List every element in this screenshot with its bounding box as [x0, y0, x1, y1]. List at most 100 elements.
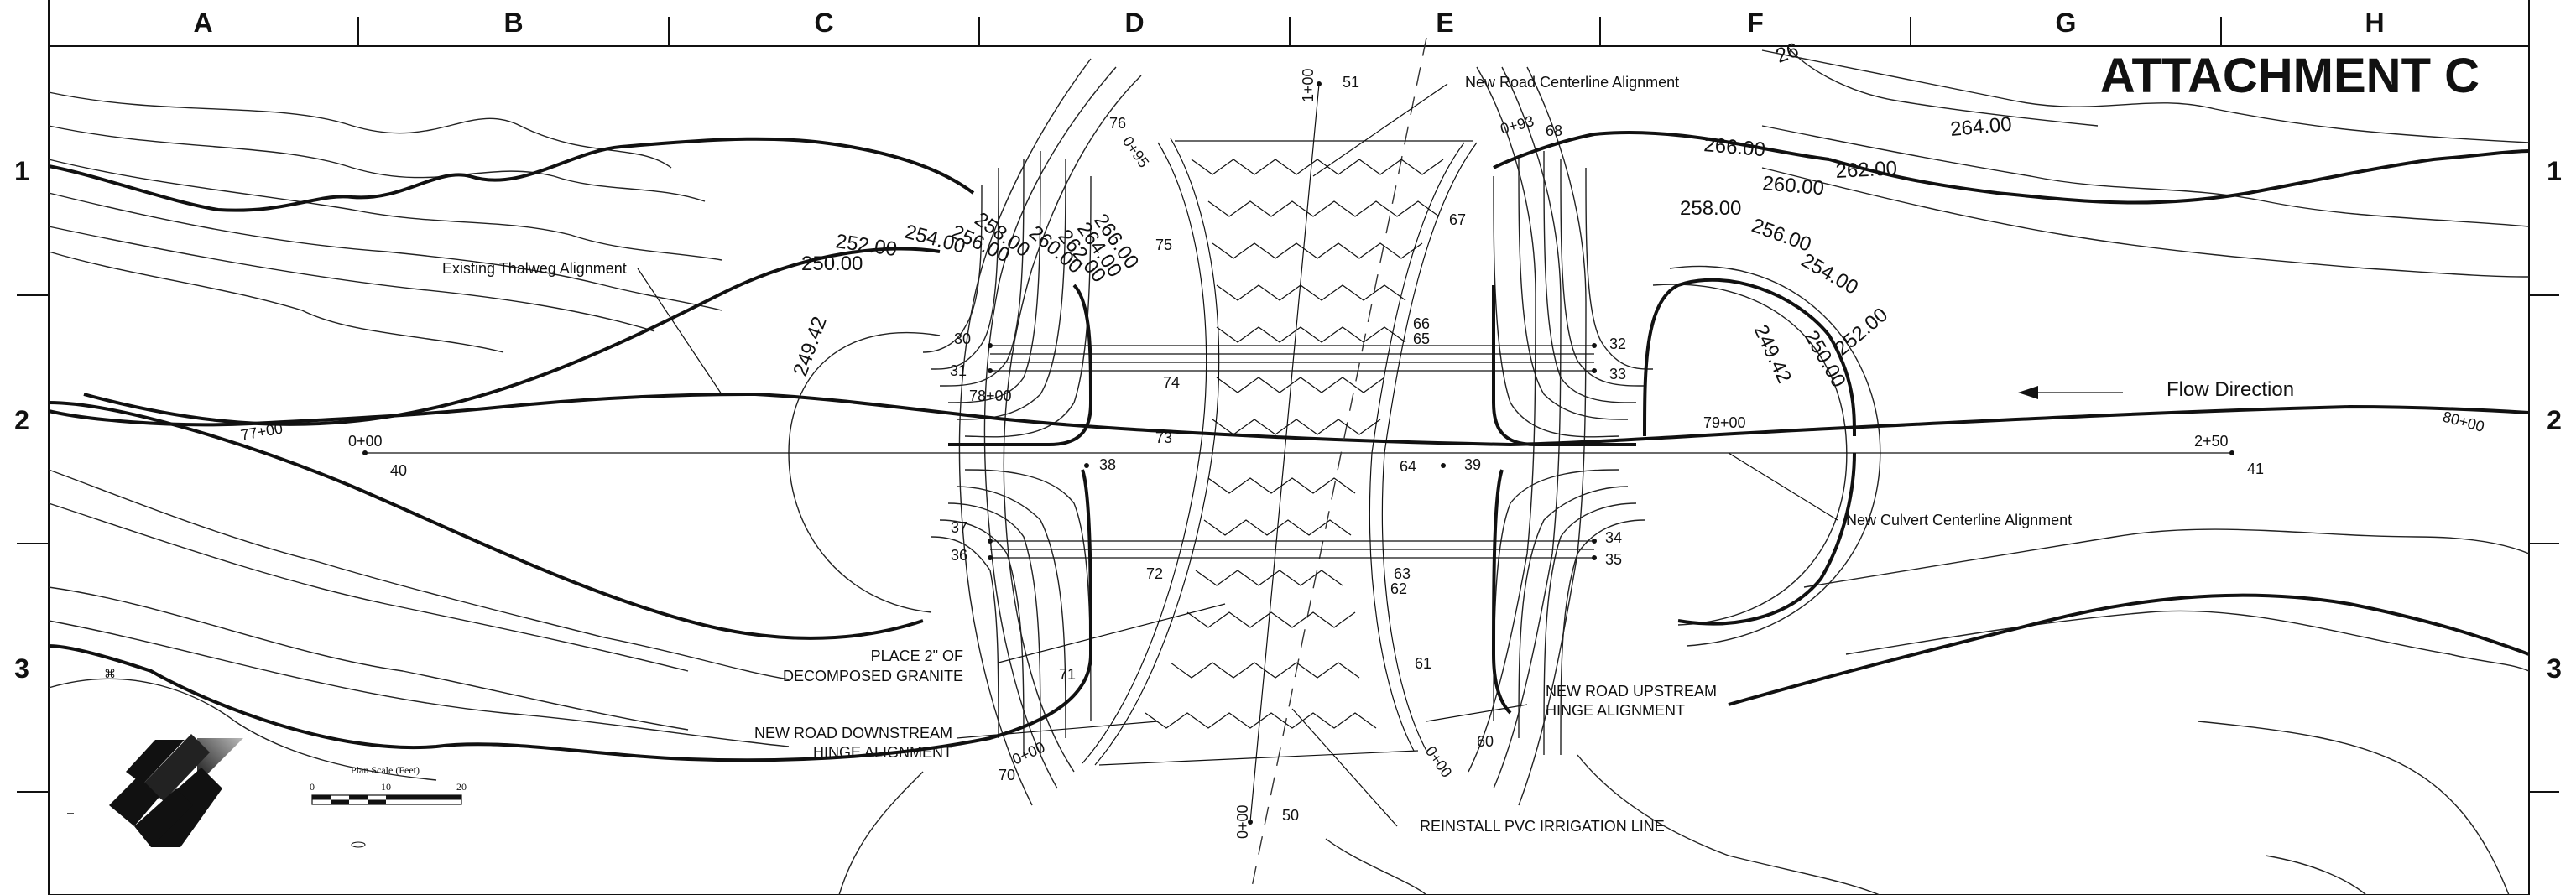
pond-contours — [788, 265, 1881, 647]
grid-letter-a: A — [193, 8, 212, 38]
contour-label-256-right: 256.00 — [1749, 214, 1814, 256]
point-73: 73 — [1155, 429, 1172, 446]
contour-label-266-right: 266.00 — [1703, 133, 1765, 161]
grid-row-2-left: 2 — [14, 405, 29, 435]
point-40: 40 — [390, 462, 407, 479]
grid-row-2-right: 2 — [2547, 405, 2562, 435]
road-outline — [1082, 138, 1478, 766]
point-61: 61 — [1415, 655, 1431, 672]
small-ellipse-mark — [351, 841, 366, 848]
point-67: 67 — [1449, 211, 1466, 228]
scale-tick-20: 20 — [456, 781, 467, 793]
contour-label-252-right: 252.00 — [1831, 304, 1893, 361]
contour-label-254-right: 254.00 — [1797, 249, 1862, 299]
grid-column-letters: A B C D E F G H — [193, 8, 2384, 38]
grid-letter-g: G — [2056, 8, 2077, 38]
point-74: 74 — [1163, 374, 1180, 391]
point-34: 34 — [1605, 529, 1622, 546]
grid-row-numbers: 1 2 3 1 2 3 — [14, 156, 2562, 684]
point-51: 51 — [1343, 74, 1359, 91]
point-38: 38 — [1099, 456, 1116, 473]
station-0-00-bottom: 0+00 — [1234, 804, 1251, 839]
callout-downstream-hinge-1: NEW ROAD DOWNSTREAM — [754, 725, 952, 741]
callout-upstream-hinge-1: NEW ROAD UPSTREAM — [1546, 683, 1717, 700]
station-0-left: 0+00 — [348, 433, 383, 450]
grid-row-3-left: 3 — [14, 653, 29, 684]
grid-row-3-right: 3 — [2547, 653, 2562, 684]
road-station-line — [1249, 83, 1320, 823]
grid-letter-h: H — [2365, 8, 2384, 38]
point-37: 37 — [951, 519, 967, 536]
contour-label-262-right: 262.00 — [1835, 157, 1898, 183]
point-35: 35 — [1605, 551, 1622, 568]
index-contours — [48, 131, 2530, 762]
station-2-50: 2+50 — [2194, 433, 2229, 450]
grid-letter-b: B — [503, 8, 523, 38]
contour-label-250-left: 250.00 — [801, 252, 863, 275]
culvert-barrels — [990, 345, 1594, 559]
point-31: 31 — [950, 362, 967, 379]
point-36: 36 — [951, 547, 967, 564]
callout-new-road-centerline: New Road Centerline Alignment — [1465, 74, 1679, 91]
point-50: 50 — [1282, 807, 1299, 824]
point-64: 64 — [1400, 458, 1416, 475]
point-41: 41 — [2247, 461, 2264, 477]
point-76: 76 — [1109, 115, 1126, 132]
scale-tick-0: 0 — [310, 781, 315, 793]
grid-letter-c: C — [814, 8, 833, 38]
grid-letter-d: D — [1124, 8, 1144, 38]
callout-place-granite-2: DECOMPOSED GRANITE — [783, 668, 963, 684]
attachment-title: ATTACHMENT C — [2100, 49, 2480, 103]
north-arrow-icon — [109, 734, 243, 847]
point-75: 75 — [1155, 237, 1172, 253]
point-63: 63 — [1394, 565, 1411, 582]
grid-row-1-left: 1 — [14, 156, 29, 186]
station-78: 78+00 — [969, 388, 1012, 404]
grid-row-1-right: 1 — [2547, 156, 2562, 186]
callout-upstream-hinge-2: HINGE ALIGNMENT — [1546, 702, 1685, 719]
station-79: 79+00 — [1703, 414, 1746, 431]
contour-label-264-right: 264.00 — [1949, 113, 2012, 141]
station-0-00-se: 0+00 — [1422, 743, 1456, 781]
point-30: 30 — [954, 330, 971, 347]
station-0-95: 0+95 — [1119, 133, 1153, 171]
grid-letter-e: E — [1436, 8, 1453, 38]
point-71: 71 — [1059, 666, 1076, 683]
callout-place-granite-1: PLACE 2" OF — [871, 648, 963, 664]
scale-bar: Plan Scale (Feet) 0 10 20 — [310, 764, 467, 805]
flow-arrowhead — [2018, 386, 2038, 399]
point-72: 72 — [1146, 565, 1163, 582]
point-32: 32 — [1609, 336, 1626, 352]
contour-label-26-top: 26 — [1773, 39, 1802, 68]
callout-downstream-hinge-2: HINGE ALIGNMENT — [813, 744, 952, 761]
terrain-contours — [48, 45, 2530, 895]
contour-label-249-left: 249.42 — [789, 314, 831, 379]
contour-label-249-right: 249.42 — [1749, 321, 1796, 387]
station-1-00: 1+00 — [1300, 68, 1317, 102]
marker-symbol: ⌘ — [104, 667, 116, 680]
point-65: 65 — [1413, 330, 1430, 347]
point-60: 60 — [1477, 733, 1494, 750]
callout-flow-direction: Flow Direction — [2167, 378, 2294, 401]
station-label-group: 77+00 78+00 79+00 80+00 0+00 2+50 0+95 0… — [239, 68, 2486, 839]
scale-tick-10: 10 — [381, 781, 391, 793]
point-number-group: 30 31 32 33 34 35 36 37 38 39 40 41 50 5… — [362, 74, 2264, 825]
point-39: 39 — [1464, 456, 1481, 473]
callout-existing-thalweg: Existing Thalweg Alignment — [442, 260, 627, 277]
point-68: 68 — [1546, 122, 1562, 139]
contour-label-258-right: 258.00 — [1680, 197, 1741, 220]
border-frame — [17, 0, 2559, 895]
point-62: 62 — [1390, 580, 1407, 597]
station-80: 80+00 — [2441, 408, 2486, 435]
alignment-lines — [48, 37, 2530, 895]
existing-thalweg-line — [48, 392, 2530, 447]
contour-label-260-right: 260.00 — [1761, 172, 1824, 200]
station-0-00-sw: 0+00 — [1009, 738, 1047, 768]
decomposed-granite-hatch — [1145, 159, 1444, 729]
callout-text-group: Existing Thalweg Alignment New Road Cent… — [442, 74, 2294, 835]
callout-reinstall-pvc: REINSTALL PVC IRRIGATION LINE — [1420, 818, 1665, 835]
grid-letter-f: F — [1747, 8, 1764, 38]
scale-bar-title: Plan Scale (Feet) — [351, 764, 420, 776]
callout-leaders — [637, 83, 2123, 827]
